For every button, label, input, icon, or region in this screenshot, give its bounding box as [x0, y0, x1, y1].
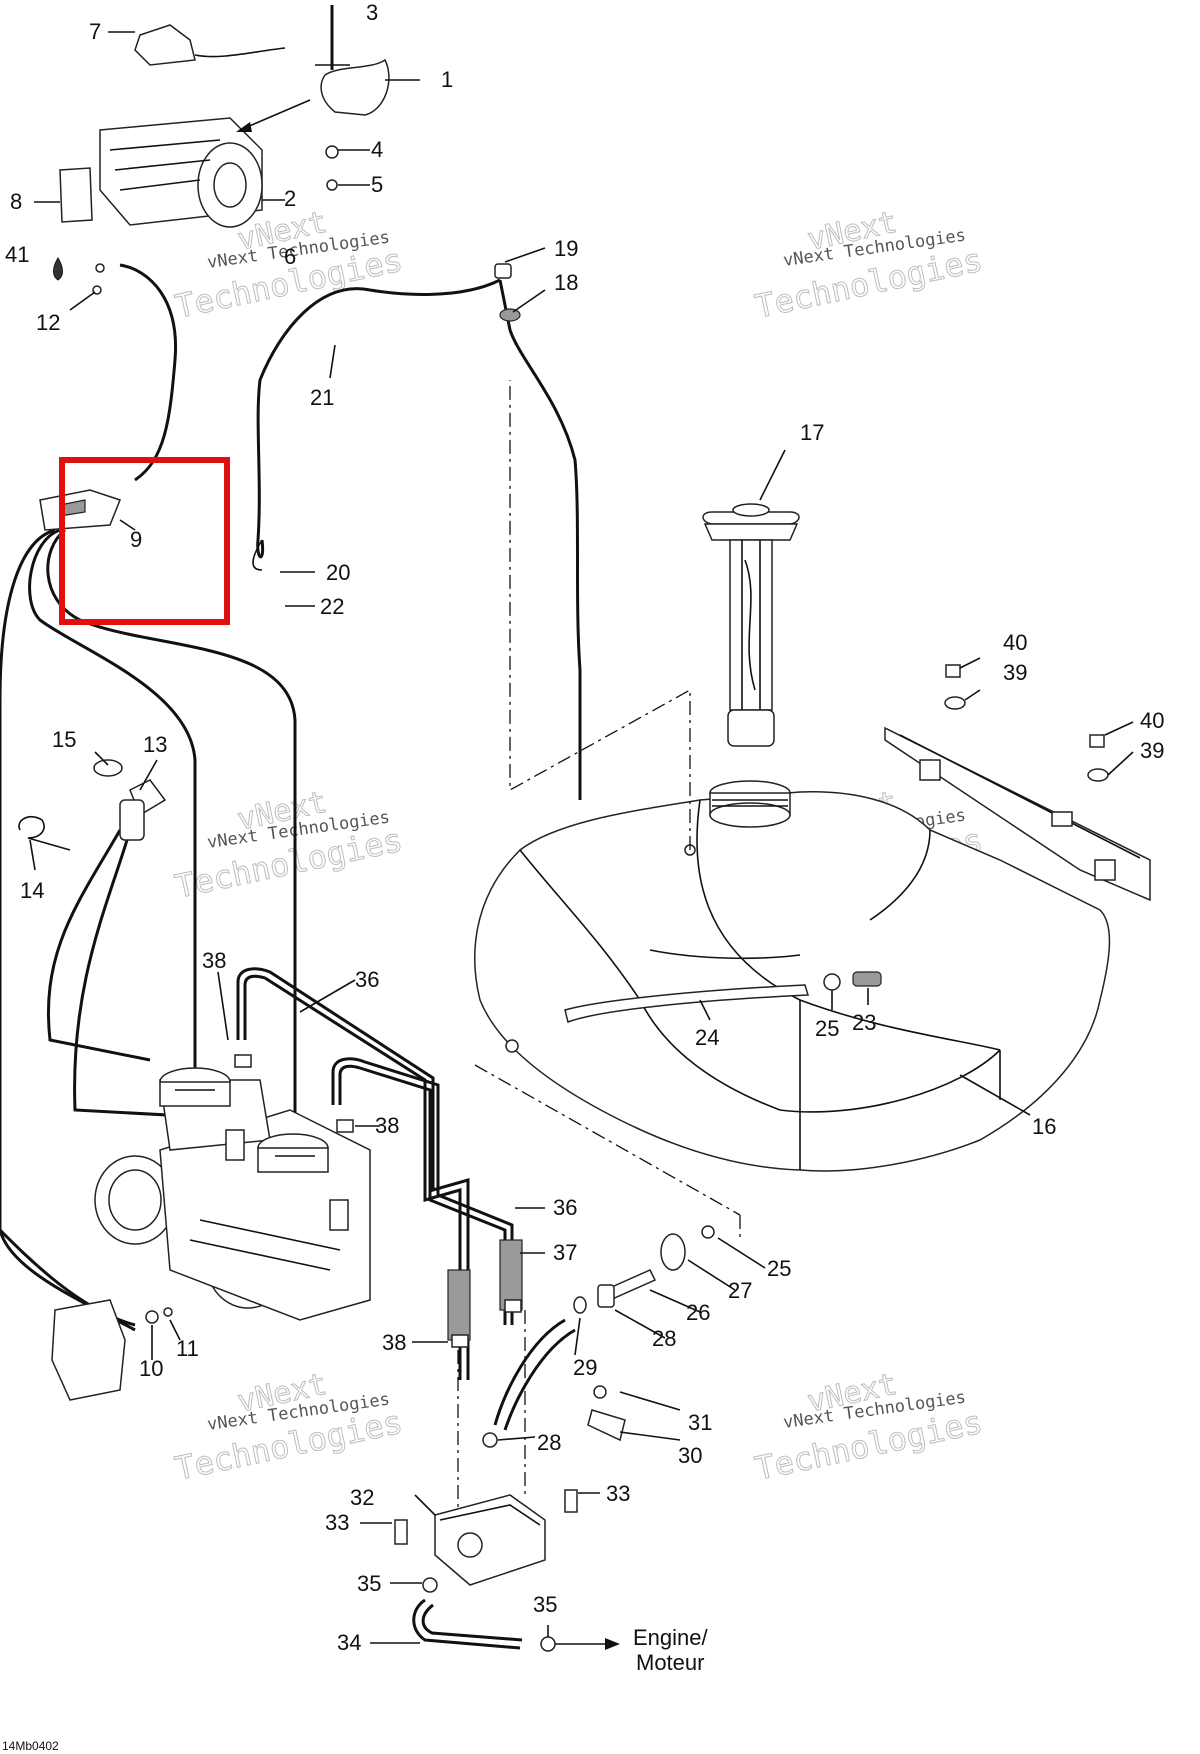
callout-36b: 36	[553, 1195, 577, 1220]
callout-39a: 39	[1003, 660, 1027, 685]
callout-41: 41	[5, 242, 29, 267]
leader-lines	[29, 31, 1134, 1650]
callout-40b: 40	[1140, 708, 1164, 733]
callout-25b: 25	[767, 1256, 791, 1281]
callout-3: 3	[366, 0, 378, 25]
callout-17: 17	[800, 420, 824, 445]
callout-40a: 40	[1003, 630, 1027, 655]
callout-38a: 38	[202, 948, 226, 973]
callout-16: 16	[1032, 1114, 1056, 1139]
primer-assembly	[53, 5, 390, 295]
callout-11: 11	[176, 1336, 199, 1361]
fuel-tank	[474, 780, 1111, 1172]
callout-23: 23	[852, 1010, 876, 1035]
callout-22: 22	[320, 594, 344, 619]
callout-37: 37	[553, 1240, 577, 1265]
callout-25a: 25	[815, 1016, 839, 1041]
carburetor-assembly	[94, 1067, 371, 1321]
watermark-bottom-right: vNext vNext Technologies Technologies	[751, 1366, 986, 1488]
callout-numbers: 1 2 3 4 5 6 7 8 9 10 11 12 13 14 15 16 1…	[5, 0, 1164, 1655]
fuel-pump	[394, 1489, 578, 1652]
callout-30: 30	[678, 1443, 702, 1468]
callout-35a: 35	[357, 1571, 381, 1596]
alignment-lines	[457, 380, 741, 1535]
svg-text:Engine/: Engine/	[633, 1625, 709, 1650]
callout-21: 21	[310, 385, 334, 410]
watermark-mid-left: vNext vNext Technologies Technologies	[171, 784, 406, 906]
callout-1: 1	[441, 67, 453, 92]
callout-28b: 28	[537, 1430, 561, 1455]
callout-36a: 36	[355, 967, 379, 992]
callout-29: 29	[573, 1355, 597, 1380]
highlight-box	[59, 457, 230, 625]
callout-6: 6	[284, 244, 296, 269]
callout-32: 32	[350, 1485, 374, 1510]
callout-10: 10	[139, 1356, 163, 1381]
vent-hoses	[234, 967, 523, 1380]
primer-13	[18, 759, 167, 851]
engine-label: Engine/ Moteur	[633, 1625, 709, 1675]
callout-7: 7	[89, 19, 101, 44]
watermark-top-right: vNext vNext Technologies Technologies	[751, 204, 986, 326]
fuel-line-parts	[482, 1225, 715, 1448]
wiring-harness	[0, 263, 297, 1332]
callout-28a: 28	[652, 1326, 676, 1351]
callout-18: 18	[554, 270, 578, 295]
callout-33a: 33	[325, 1510, 349, 1535]
reference-code: 14Mb0402	[2, 1739, 59, 1753]
callout-15: 15	[52, 727, 76, 752]
callout-26: 26	[686, 1300, 710, 1325]
svg-text:Moteur: Moteur	[636, 1650, 704, 1675]
callout-14: 14	[20, 878, 44, 903]
callout-9: 9	[130, 527, 142, 552]
mounting-bracket	[884, 664, 1151, 902]
vent-tube	[252, 263, 582, 800]
fuel-valve-10	[51, 1299, 173, 1401]
callout-38b: 38	[375, 1113, 399, 1138]
callout-34: 34	[337, 1630, 361, 1655]
callout-2: 2	[284, 186, 296, 211]
watermark-bottom-left: vNext vNext Technologies Technologies	[171, 1366, 406, 1488]
callout-12: 12	[36, 310, 60, 335]
callout-13: 13	[143, 732, 167, 757]
callout-33b: 33	[606, 1481, 630, 1506]
callout-19: 19	[554, 236, 578, 261]
connector-9	[39, 489, 121, 531]
callout-20: 20	[326, 560, 350, 585]
callout-38c: 38	[382, 1330, 406, 1355]
fuel-gauge-sender	[702, 503, 800, 747]
callout-35b: 35	[533, 1592, 557, 1617]
callout-27: 27	[728, 1278, 752, 1303]
callout-24: 24	[695, 1025, 719, 1050]
callout-5: 5	[371, 172, 383, 197]
callout-8: 8	[10, 189, 22, 214]
callout-39b: 39	[1140, 738, 1164, 763]
callout-4: 4	[371, 137, 383, 162]
callout-31: 31	[688, 1410, 712, 1435]
